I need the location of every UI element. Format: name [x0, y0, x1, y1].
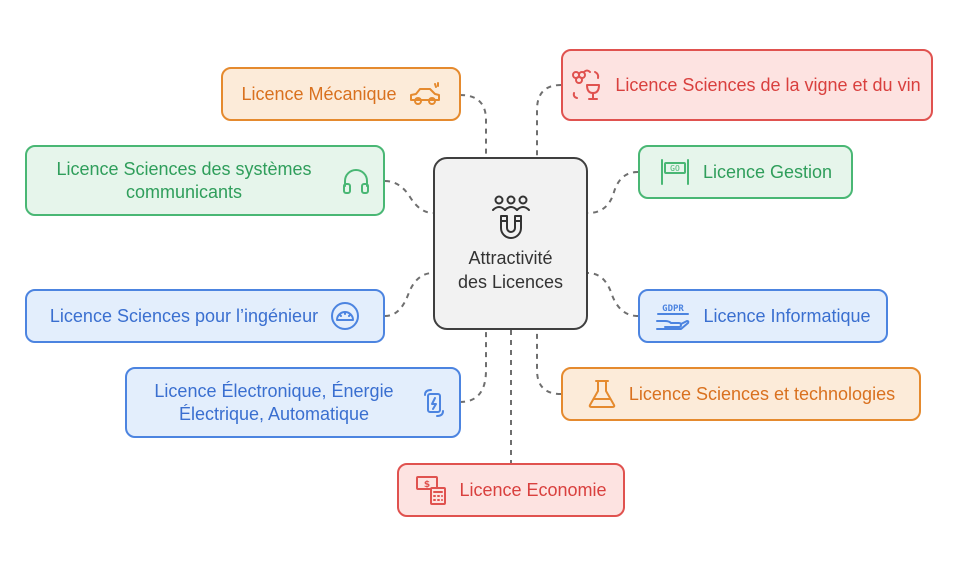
go-sign-icon: GO: [660, 159, 689, 185]
node-licence-sciences-vigne-vin[interactable]: Licence Sciences de la vigne et du vin: [561, 49, 933, 121]
svg-text:GO: GO: [670, 164, 680, 173]
node-label: Licence Mécanique: [241, 83, 397, 104]
node-label: Licence Sciences des systèmes communican…: [56, 158, 312, 202]
connector-systemes: [384, 180, 434, 214]
node-licence-economie[interactable]: $ Licence Economie: [397, 463, 625, 517]
central-topic-title: Attractivité des Licences: [457, 247, 564, 292]
flask-icon: [588, 380, 616, 408]
connector-ingenieur: [384, 272, 434, 317]
connector-technologies: [536, 330, 562, 395]
node-licence-sciences-systemes-communicants[interactable]: Licence Sciences des systèmes communican…: [25, 145, 385, 216]
headphones-icon: [343, 168, 369, 194]
node-licence-sciences-technologies[interactable]: Licence Sciences et technologies: [561, 367, 921, 421]
node-label: Licence Gestion: [702, 161, 833, 182]
node-label: Licence Sciences de la vigne et du vin: [615, 74, 921, 95]
connector-gestion: [587, 171, 639, 214]
protractor-icon: [331, 302, 360, 330]
node-label: Licence Sciences pour l’ingénieur: [49, 305, 319, 326]
node-licence-mecanique[interactable]: Licence Mécanique: [221, 67, 461, 121]
connector-mecanique: [459, 94, 487, 157]
node-label: Licence Électronique, Énergie Électrique…: [154, 380, 394, 424]
node-label: Licence Informatique: [703, 305, 871, 326]
money-calculator-icon: $: [416, 476, 447, 505]
connector-vigne: [536, 84, 562, 157]
car-icon: [409, 82, 440, 105]
svg-text:$: $: [424, 480, 430, 490]
node-licence-sciences-ingenieur[interactable]: Licence Sciences pour l’ingénieur: [25, 289, 385, 343]
battery-cycle-icon: [424, 388, 444, 417]
connector-informatique: [587, 272, 639, 317]
connector-electronique: [459, 330, 487, 403]
node-licence-electronique-energie-automatique[interactable]: Licence Électronique, Énergie Électrique…: [125, 367, 461, 438]
svg-text:GDPR: GDPR: [663, 304, 685, 314]
team-magnet-icon: [491, 195, 530, 239]
central-topic: Attractivité des Licences: [433, 157, 588, 330]
grapes-wine-icon: [572, 69, 600, 100]
node-label: Licence Economie: [459, 479, 607, 500]
gdpr-hand-icon: GDPR: [656, 304, 690, 330]
node-licence-informatique[interactable]: GDPR Licence Informatique: [638, 289, 888, 343]
node-licence-gestion[interactable]: GO Licence Gestion: [638, 145, 853, 199]
node-label: Licence Sciences et technologies: [628, 383, 896, 404]
